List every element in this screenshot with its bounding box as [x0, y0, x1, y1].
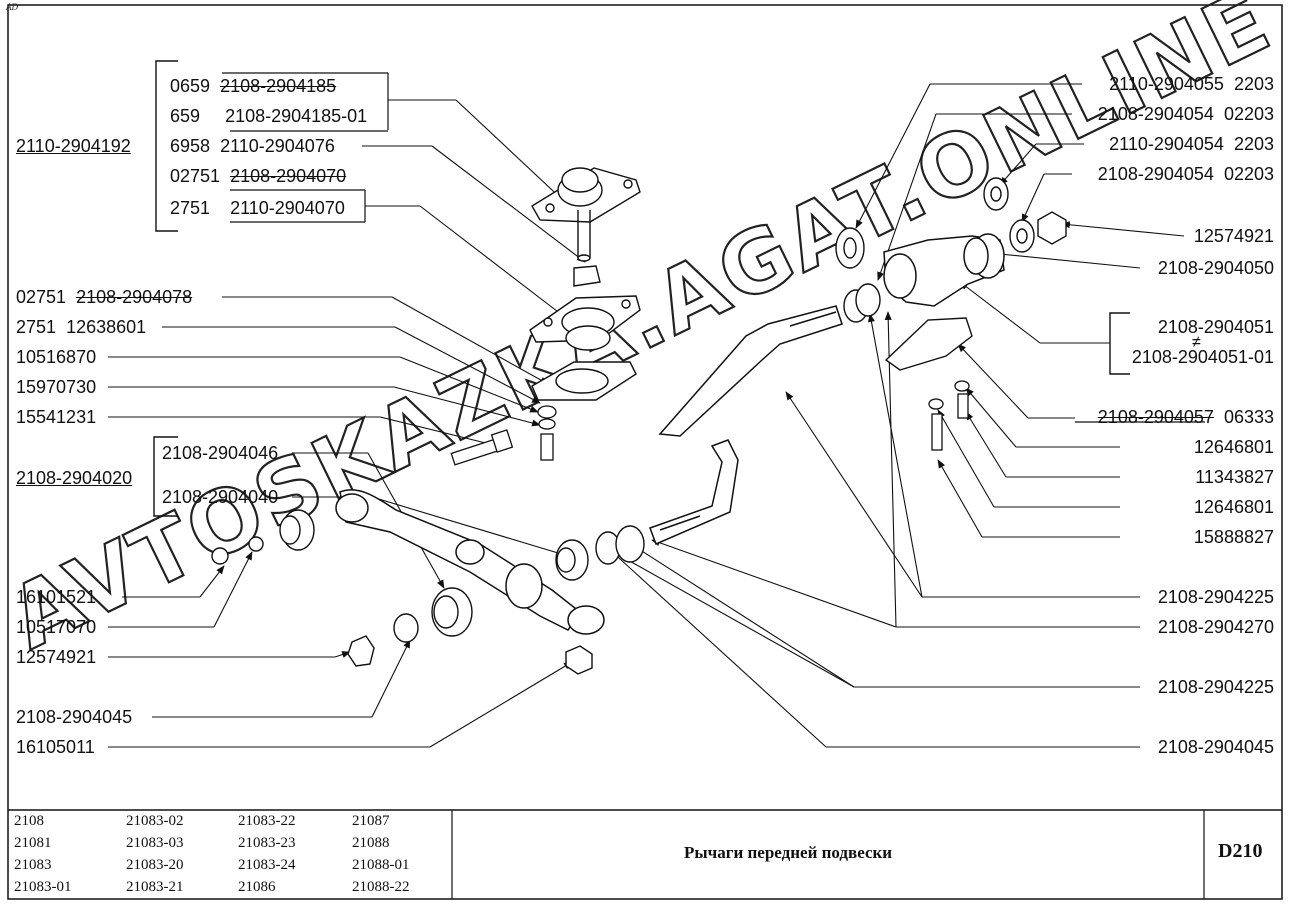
model-code: 21083-02 [126, 813, 184, 829]
part-label: 12574921 [16, 647, 97, 667]
leader-lines [108, 83, 1185, 748]
part-label: 2108-2904046 [162, 443, 279, 463]
part-label: 2110-2904054 2203 [1109, 134, 1274, 154]
part-label: 11343827 [1195, 467, 1274, 487]
part-label: 2108-2904057 06333 [1097, 407, 1274, 427]
part-label: 2108-2904045 [1157, 737, 1274, 757]
sheet-title: Рычаги передней подвески [684, 843, 893, 862]
model-code: 21088 [352, 835, 390, 851]
model-code: 21083-21 [126, 879, 184, 895]
part-label: 2110-2904055 2203 [1109, 74, 1274, 94]
part-label: 16101521 [16, 587, 97, 607]
model-code: 21088-22 [352, 879, 410, 895]
part-label: 2751 12638601 [16, 317, 147, 337]
stabilizer-washers [835, 177, 1067, 323]
bracket-cover-plate [884, 317, 973, 371]
ball-joint-boot [573, 265, 601, 287]
part-label: 12646801 [1193, 437, 1274, 457]
part-label: 659 2108-2904185-01 [170, 106, 368, 126]
part-label: 2108-2904054 02203 [1097, 104, 1274, 124]
joint-plate [529, 295, 641, 351]
part-label: 0659 2108-2904185 [170, 76, 337, 96]
sheet-code: D210 [1218, 840, 1263, 862]
part-label: 16105011 [16, 737, 95, 757]
model-code: 21083-23 [238, 835, 296, 851]
part-label: 2108-2904051 [1157, 317, 1274, 337]
part-label: 6958 2110-2904076 [170, 136, 335, 156]
joint-bolts-nuts [450, 405, 557, 466]
part-label: 15541231 [16, 407, 97, 427]
part-label: 02751 2108-2904070 [170, 166, 347, 186]
part-label: 12574921 [1193, 226, 1274, 246]
part-label: 12646801 [1193, 497, 1274, 517]
assembly-label-2110-2904192: 2110-2904192 [16, 136, 131, 156]
bracket-bolts [928, 380, 970, 451]
part-label: 2108-2904045 [16, 707, 133, 727]
not-equal-symbol: ≠ [1192, 334, 1201, 351]
part-label: 2108-2904225 [1157, 677, 1274, 697]
arm-bushing-center [347, 587, 473, 667]
part-label: 2108-2904050 [1157, 258, 1274, 278]
ball-joint-assembly [531, 167, 641, 262]
model-code: 21081 [14, 835, 52, 851]
model-code: 21083-03 [126, 835, 184, 851]
part-label: 15888827 [1193, 527, 1274, 547]
part-label: 2751 2110-2904070 [170, 198, 345, 218]
joint-gasket [531, 361, 637, 401]
part-label: 2108-2904270 [1157, 617, 1274, 637]
stretcher-rod [649, 439, 739, 546]
part-label: 2108-2904051-01 [1131, 347, 1274, 367]
model-code: 21087 [352, 813, 390, 829]
model-code: 21086 [238, 879, 276, 895]
part-label: 2108-2904040 [162, 487, 279, 507]
model-code: 21083-20 [126, 857, 184, 873]
part-label: 2108-2904225 [1157, 587, 1274, 607]
corner-tag: AD [6, 2, 18, 12]
arm-bushing-left [211, 509, 315, 565]
label-underlines [222, 72, 1205, 423]
model-code: 21083-01 [14, 879, 72, 895]
model-code: 21088-01 [352, 857, 410, 873]
stretcher-bushings [555, 525, 645, 675]
upper-bracket-rod [658, 305, 843, 437]
part-label: 02751 2108-2904078 [16, 287, 193, 307]
model-code: 21083 [14, 857, 52, 873]
knuckle-bracket [883, 233, 1005, 307]
sheet-frame [7, 4, 1283, 900]
part-label: 15970730 [16, 377, 97, 397]
model-code: 21083-22 [238, 813, 296, 829]
model-code: 2108 [14, 813, 44, 829]
assembly-label-2108-2904020: 2108-2904020 [16, 468, 133, 488]
part-label: 10517070 [16, 617, 97, 637]
part-label: 10516870 [16, 347, 97, 367]
model-code: 21083-24 [238, 857, 296, 873]
lower-control-arm [335, 489, 605, 635]
part-label: 2108-2904054 02203 [1097, 164, 1274, 184]
